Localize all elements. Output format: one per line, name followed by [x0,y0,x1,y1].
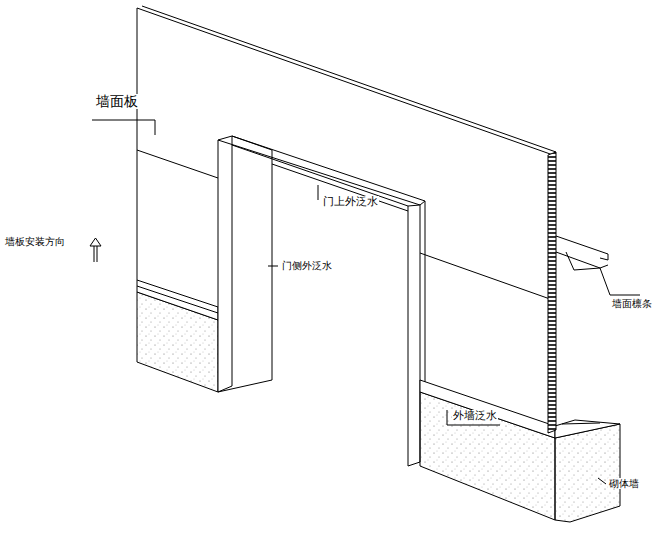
direction-label: 墙板安装方向 [5,236,65,247]
flashing-label: 外墙泛水 [452,410,498,422]
masonry-label: 砌体墙 [608,478,640,489]
flashing-label: 门侧外泛水 [281,260,333,271]
purlin-label: 墙面檩条 [612,298,652,309]
panel-label: 墙面板 [95,94,139,109]
flashing-label: 门上外泛水 [322,196,379,208]
